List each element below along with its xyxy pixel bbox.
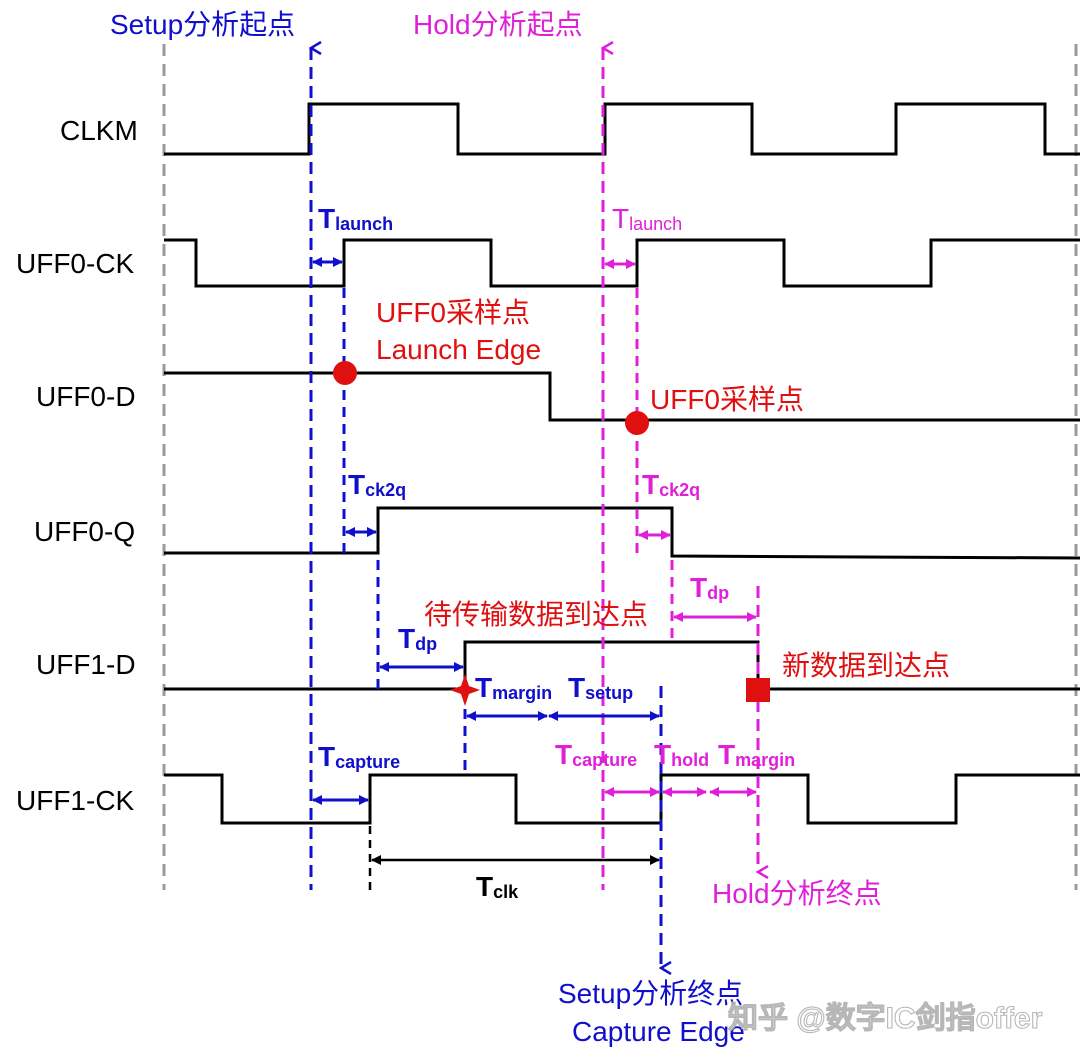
uff0-q-waveform [164, 506, 1080, 560]
t-capture-setup-label: Tcapture [318, 741, 400, 772]
hold-start-label: Hold分析起点 [413, 9, 583, 40]
launch-edge-label: Launch Edge [376, 334, 541, 365]
new-data-arrival-label: 新数据到达点 [782, 650, 950, 681]
t-ck2q-hold-label: Tck2q [642, 469, 700, 500]
signal-label-uff0-d: UFF0-D [36, 381, 136, 412]
uff0-d-waveform [164, 371, 1080, 422]
new-data-arrival-marker [746, 678, 770, 702]
watermark-text: 知乎 @数字IC剑指offer [728, 1001, 1043, 1035]
uff0-sample-point-label-2: UFF0采样点 [650, 384, 804, 415]
t-hold-label: Thold [654, 739, 709, 770]
pending-arrival-label: 待传输数据到达点 [424, 599, 648, 630]
setup-start-label: Setup分析起点 [110, 9, 295, 40]
setup-end-label: Setup分析终点 [558, 978, 743, 1009]
uff1-d-waveform [164, 640, 1080, 691]
signal-label-uff1-d: UFF1-D [36, 649, 136, 680]
signal-label-clkm: CLKM [60, 115, 138, 146]
data-arrival-star [450, 674, 480, 706]
t-ck2q-setup-label: Tck2q [348, 469, 406, 500]
t-clk-label: Tclk [476, 871, 519, 902]
signal-label-uff0-q: UFF0-Q [34, 516, 135, 547]
uff0-sample-point-dot-1 [333, 361, 357, 385]
t-margin-setup-label: Tmargin [475, 672, 552, 703]
t-margin-hold-label: Tmargin [718, 739, 795, 770]
uff0-sample-point-label-1: UFF0采样点 [376, 297, 530, 328]
clkm-waveform [164, 102, 1080, 156]
uff0-ck-waveform [164, 238, 1080, 288]
t-launch-hold-label: Tlaunch [612, 203, 682, 234]
t-dp-setup-label: Tdp [398, 623, 437, 654]
capture-edge-label: Capture Edge [572, 1016, 745, 1047]
signal-label-uff0-ck: UFF0-CK [16, 248, 135, 279]
uff1-ck-waveform [164, 773, 1080, 825]
t-setup-label: Tsetup [568, 672, 633, 703]
t-capture-hold-label: Tcapture [555, 739, 637, 770]
t-launch-setup-label: Tlaunch [318, 203, 393, 234]
signal-label-uff1-ck: UFF1-CK [16, 785, 135, 816]
hold-end-label: Hold分析终点 [712, 878, 882, 909]
t-dp-hold-label: Tdp [690, 572, 729, 603]
uff0-sample-point-dot-2 [625, 411, 649, 435]
